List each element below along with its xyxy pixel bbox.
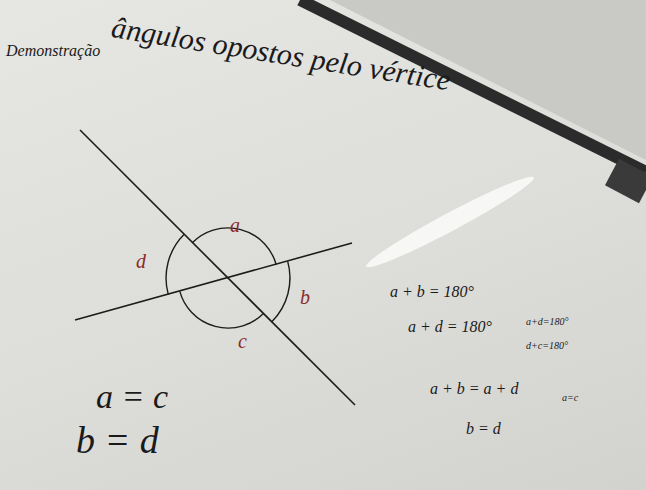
angle-label: a	[230, 214, 240, 236]
equation: b = d	[76, 420, 159, 462]
glare	[362, 169, 538, 274]
angle-label: c	[238, 330, 247, 352]
small-equation: d+c=180°	[526, 340, 568, 351]
angle-label: b	[300, 286, 310, 308]
line	[80, 130, 355, 405]
angle-label: d	[136, 250, 146, 272]
note-heading: Demonstração	[6, 42, 100, 60]
equation: a + b = 180°	[390, 283, 474, 301]
small-equation: a+d=180°	[526, 316, 569, 327]
board-frame	[300, 0, 646, 172]
board-corner	[612, 172, 646, 190]
equation: a = c	[96, 378, 168, 415]
equation: a + d = 180°	[408, 318, 492, 336]
line	[75, 243, 352, 320]
angle-arc	[180, 291, 264, 328]
equation: a + b = a + d	[430, 380, 518, 398]
angle-arc	[166, 234, 184, 294]
equation: b = d	[466, 420, 501, 438]
small-equation: a=c	[562, 392, 578, 403]
angle-arc	[272, 261, 290, 321]
